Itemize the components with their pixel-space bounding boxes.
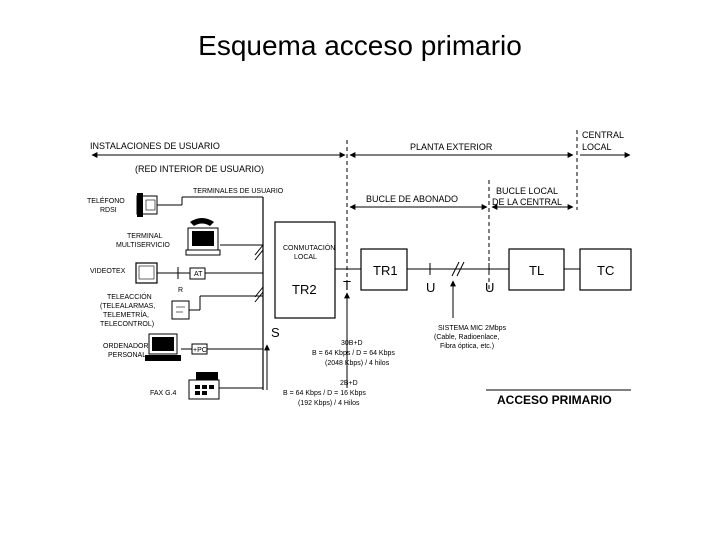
primary-rate-line3: (2048 Kbps) / 4 hilos [325, 360, 390, 367]
header-red-interior: (RED INTERIOR DE USUARIO) [135, 164, 264, 174]
tr2-label: TR2 [292, 282, 317, 297]
videotex-label: VIDEOTEX [90, 268, 126, 275]
bus-break-2 [254, 286, 264, 298]
primary-rate-line2: B = 64 Kbps / D = 64 Kbps [312, 350, 395, 357]
pc-adapter-label: +PC [193, 347, 207, 354]
header-bucle-abonado: BUCLE DE ABONADO [366, 194, 458, 204]
teleaccion-label-line2: (TELEALARMAS, [100, 303, 155, 310]
multiservice-terminal-icon [185, 218, 221, 256]
primary-rate-line1: 30B+D [341, 340, 363, 347]
teleaccion-label-line1: TELEACCIÓN [107, 292, 152, 301]
terminal-label-line1: TERMINAL [127, 233, 163, 240]
header-central-local-line1: CENTRAL [582, 130, 624, 140]
line-break-2 [456, 261, 465, 277]
terminales-label: TERMINALES DE USUARIO [193, 188, 284, 195]
teleaccion-label-line3: TELEMETRÍA, [103, 310, 149, 319]
u2-reference-label: U [485, 280, 494, 295]
telephone-icon [136, 193, 158, 217]
conmutacion-label-line1: CONMUTACIÓN [283, 243, 335, 252]
header-central-local-line2: LOCAL [582, 142, 612, 152]
adapter-label: AT [194, 271, 203, 278]
tr1-label: TR1 [373, 263, 398, 278]
line-break-1 [451, 261, 460, 277]
telecontrol-device-icon [171, 300, 190, 320]
telefono-label-line1: TELÉFONO [87, 196, 125, 205]
conmutacion-label-line2: LOCAL [294, 254, 317, 261]
basic-rate-line3: (192 Kbps) / 4 Hilos [298, 400, 360, 407]
ordenador-label-line2: PERSONAL [108, 352, 146, 359]
personal-computer-icon [145, 333, 181, 361]
sistema-mic-line2: (Cable, Radioenlace, [434, 334, 499, 341]
u1-reference-label: U [426, 280, 435, 295]
fax-icon [188, 372, 220, 400]
tl-label: TL [529, 263, 544, 278]
basic-rate-line1: 2B+D [340, 380, 358, 387]
basic-rate-line2: B = 64 Kbps / D = 16 Kbps [283, 390, 366, 397]
tc-block [579, 248, 632, 291]
slide-title: Esquema acceso primario [198, 30, 522, 61]
ordenador-label-line1: ORDENADOR [103, 343, 149, 350]
telefono-label-line2: RDSI [100, 207, 117, 214]
bus-break-1b [254, 249, 264, 261]
terminal-label-line2: MULTISERVICIO [116, 242, 170, 249]
tl-block [508, 248, 565, 291]
header-bucle-local-line1: BUCLE LOCAL [496, 186, 558, 196]
bus-break-1 [254, 244, 264, 256]
acceso-primario-label: ACCESO PRIMARIO [497, 393, 612, 407]
teleaccion-label-line4: TELECONTROL) [100, 321, 154, 328]
s-reference-label: S [271, 325, 280, 340]
sistema-mic-line3: Fibra óptica, etc.) [440, 343, 494, 350]
header-bucle-local-line2: DE LA CENTRAL [492, 197, 562, 207]
sistema-mic-line1: SISTEMA MIC 2Mbps [438, 325, 507, 332]
videotex-monitor-icon [135, 262, 158, 284]
header-planta-exterior: PLANTA EXTERIOR [410, 142, 493, 152]
tr2-block [274, 221, 336, 319]
r-reference-label: R [178, 287, 183, 294]
fax-label: FAX G.4 [150, 390, 177, 397]
bus-break-2b [254, 291, 264, 303]
header-instalaciones: INSTALACIONES DE USUARIO [90, 141, 220, 151]
tc-label: TC [597, 263, 614, 278]
t-reference-label: T [343, 278, 351, 293]
